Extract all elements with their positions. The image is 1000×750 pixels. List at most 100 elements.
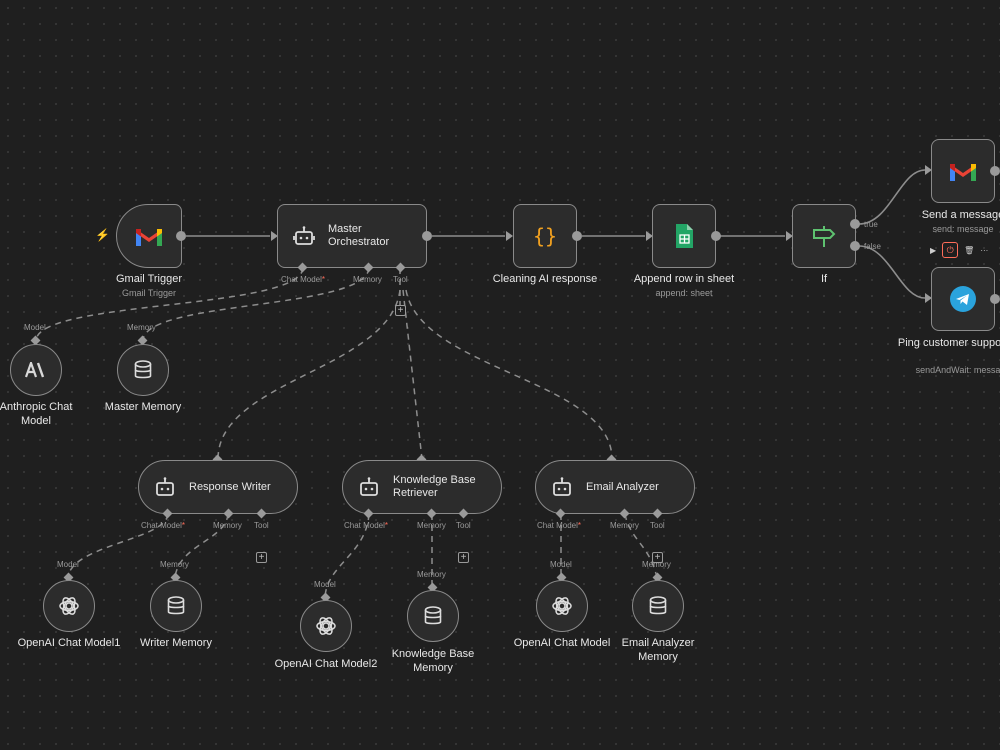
robot-icon [360,477,378,496]
append-row-node[interactable] [652,204,716,268]
writer-memory-node[interactable] [150,580,202,632]
openai-chat-model2-node[interactable] [300,600,352,652]
gmail-trigger-title: Gmail Trigger [115,273,183,285]
openai-title: OpenAI Chat Model [513,637,611,649]
execute-node-button[interactable]: ▶ [930,245,937,255]
ea-chat-model-text: Chat Model [537,521,578,530]
ping-input-arrow [925,293,932,303]
svg-text:{}: {} [533,224,557,248]
anthropic-title: Anthropic Chat Model [0,401,73,427]
email-memory-title: Email Analyzer Memory [621,637,695,663]
gmail-trigger-subtitle: Gmail Trigger [121,288,176,298]
database-icon [424,606,442,625]
openai-chat-model1-node[interactable] [43,580,95,632]
ping-output-dot[interactable] [990,294,1000,304]
robot-icon [553,477,571,496]
delete-node-button[interactable]: 🗑 [964,245,975,255]
master-memory-label: Memory [353,275,382,284]
robot-icon [293,226,315,245]
code-braces-icon: {} [533,224,557,248]
rw-add-tool-button[interactable]: + [256,552,267,563]
master-tool-label: Tool [393,275,408,284]
if-node[interactable] [792,204,856,268]
rw-chat-model-label: Chat Model* [141,521,185,530]
master-memory-port-label: Memory [127,323,156,332]
email-analyzer-title: Email Analyzer [586,480,659,493]
master-output-dot[interactable] [422,231,432,241]
anthropic-chat-model-node[interactable] [10,344,62,396]
if-input-arrow [786,231,793,241]
robot-icon [156,477,174,496]
database-icon [649,596,667,615]
required-mark: * [384,521,389,530]
rw-chat-model-text: Chat Model [141,521,182,530]
openai-icon [552,597,572,615]
send-message-node[interactable] [931,139,995,203]
gmail-trigger-output-dot[interactable] [176,231,186,241]
deactivate-button[interactable]: ⏻ [942,242,959,258]
ea-memory-label: Memory [610,521,639,530]
signpost-icon [813,226,836,247]
append-output-dot[interactable] [711,231,721,241]
response-writer-title: Response Writer [189,480,271,493]
append-title: Append row in sheet [633,273,735,285]
send-input-arrow [925,165,932,175]
kb-retriever-title: Knowledge Base Retriever [393,474,476,499]
ping-customer-node[interactable] [931,267,995,331]
openai-chat-model-node[interactable] [536,580,588,632]
kb-memory-title: Knowledge Base Memory [391,648,475,674]
send-subtitle: send: message [932,224,994,234]
if-false-label: false [864,242,881,251]
kb-memory-node[interactable] [407,590,459,642]
email-memory-port-label: Memory [642,560,671,569]
node-toolbar: ▶ ⏻ 🗑 ··· [930,242,988,258]
required-mark: * [321,275,326,284]
anthropic-port-label: Model [24,323,46,332]
ping-title: Ping customer support DM [897,337,1000,349]
cleaning-ai-response-node[interactable]: {} [513,204,577,268]
telegram-icon [950,286,976,312]
email-analyzer-memory-node[interactable] [632,580,684,632]
master-orchestrator-title: Master Orchestrator [328,223,390,248]
more-options-button[interactable]: ··· [980,245,989,255]
openai2-title: OpenAI Chat Model2 [274,658,378,670]
kb-retriever-node[interactable]: Knowledge Base Retriever [342,460,502,514]
trigger-bolt-icon: ⚡ [95,228,110,242]
gmail-trigger-node[interactable] [116,204,182,268]
openai-port-label: Model [550,560,572,569]
master-orchestrator-node[interactable]: Master Orchestrator [277,204,427,268]
append-subtitle: append: sheet [655,288,713,298]
if-true-dot[interactable] [850,219,860,229]
if-title: If [820,273,828,285]
gmail-icon [136,229,162,246]
openai-icon [59,597,79,615]
if-false-dot[interactable] [850,241,860,251]
writer-memory-port-label: Memory [160,560,189,569]
master-add-tool-button[interactable]: + [395,305,406,316]
ea-add-tool-button[interactable]: + [652,552,663,563]
cleaning-title: Cleaning AI response [492,273,598,285]
rw-memory-label: Memory [213,521,242,530]
send-output-dot[interactable] [990,166,1000,176]
gmail-icon [950,164,976,181]
master-chat-model-label: Chat Model* [281,275,325,284]
ping-subtitle: sendAndWait: message [915,365,1000,375]
kb-tool-label: Tool [456,521,471,530]
cleaning-input-arrow [506,231,513,241]
send-title: Send a message [921,209,1000,221]
kb-add-tool-button[interactable]: + [458,552,469,563]
kb-memory-label: Memory [417,521,446,530]
email-analyzer-node[interactable]: Email Analyzer [535,460,695,514]
database-icon [167,596,185,615]
kb-chat-model-label: Chat Model* [344,521,388,530]
openai2-port-label: Model [314,580,336,589]
response-writer-node[interactable]: Response Writer [138,460,298,514]
cleaning-output-dot[interactable] [572,231,582,241]
master-memory-title: Master Memory [104,401,182,413]
writer-memory-title: Writer Memory [140,637,212,649]
kb-chat-model-text: Chat Model [344,521,385,530]
master-memory-node[interactable] [117,344,169,396]
database-icon [134,360,152,379]
append-input-arrow [646,231,653,241]
master-chat-model-text: Chat Model [281,275,322,284]
